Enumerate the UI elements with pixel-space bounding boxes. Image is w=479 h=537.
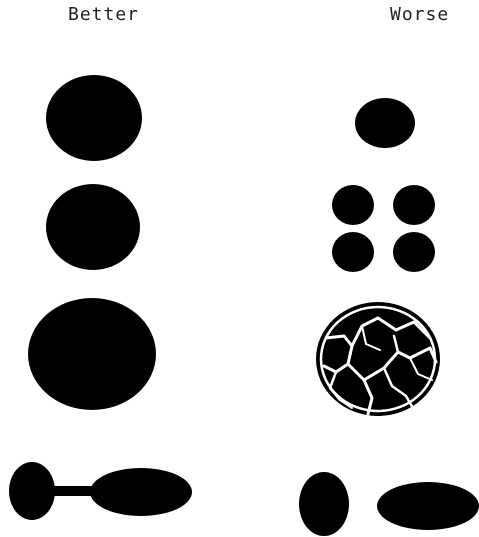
- worse-split-blobs: [332, 185, 435, 272]
- worse-small-blob: [355, 98, 415, 148]
- row-1: [46, 75, 415, 161]
- worse-cracked-blob: [316, 302, 440, 416]
- row-4: [9, 462, 479, 536]
- better-solid-blob: [28, 298, 156, 410]
- split-blob: [393, 232, 435, 272]
- split-blob: [332, 185, 374, 225]
- split-blob: [393, 185, 435, 225]
- row-2: [46, 184, 435, 272]
- better-connected-pair: [9, 462, 192, 520]
- worse-disconnected-pair: [299, 472, 479, 536]
- connected-left-blob: [9, 462, 55, 520]
- disconnected-left-blob: [299, 472, 349, 536]
- disconnected-right-blob: [377, 482, 479, 530]
- better-single-blob: [46, 75, 142, 161]
- better-single-blob: [46, 184, 140, 270]
- connected-right-blob: [90, 468, 192, 516]
- row-3: [28, 298, 440, 416]
- split-blob: [332, 232, 374, 272]
